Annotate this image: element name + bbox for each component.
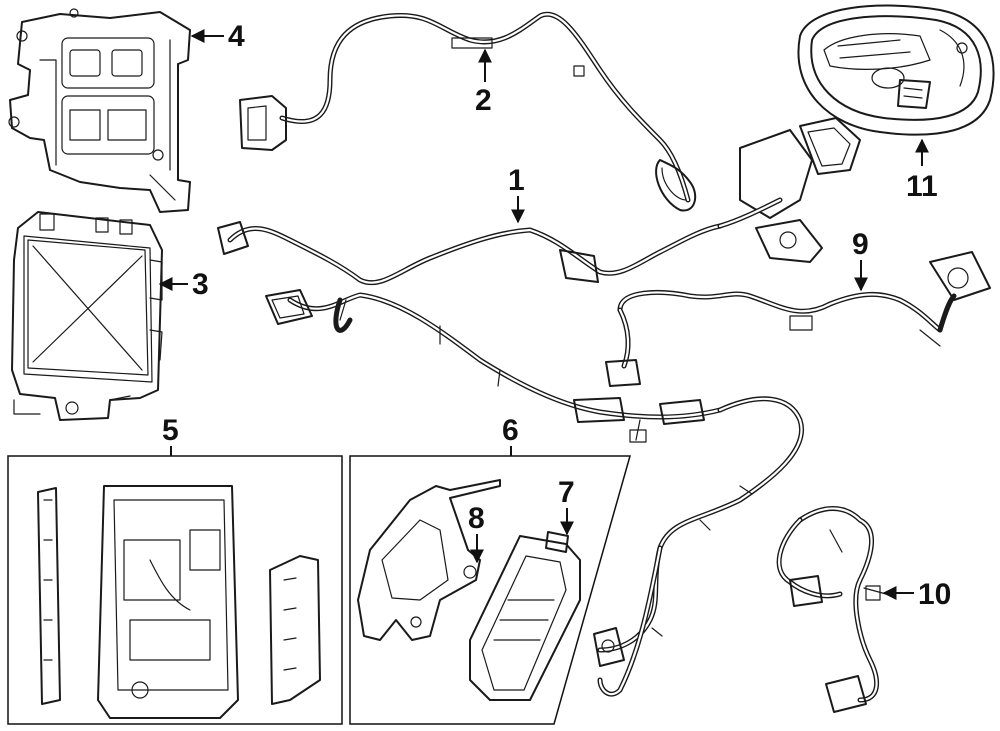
part-2-harness <box>239 11 697 212</box>
group-5-frame <box>7 455 343 725</box>
callout-2: 2 <box>475 84 492 117</box>
group-6-frame <box>349 455 631 725</box>
callout-6: 6 <box>502 414 519 447</box>
part-11-cord-tray <box>797 4 995 136</box>
part-1-main-harness <box>217 117 861 443</box>
callout-5: 5 <box>162 414 179 447</box>
part-3-box-module <box>11 211 163 421</box>
part-9-harness <box>605 251 991 387</box>
group-6 <box>349 455 631 725</box>
callout-8: 8 <box>468 502 485 535</box>
callout-11: 11 <box>906 170 938 203</box>
callout-7: 7 <box>558 476 575 509</box>
part-4-module-bracket <box>8 8 191 213</box>
part-10-harness <box>776 505 887 713</box>
callout-10: 10 <box>918 578 951 611</box>
callout-9: 9 <box>852 228 869 261</box>
callout-4: 4 <box>228 20 245 53</box>
lower-right-harness <box>593 396 805 697</box>
callouts: 1 2 3 4 5 6 7 8 9 10 11 <box>158 20 951 611</box>
callout-1: 1 <box>508 164 525 197</box>
callout-3: 3 <box>192 268 209 301</box>
group-5 <box>7 455 343 725</box>
